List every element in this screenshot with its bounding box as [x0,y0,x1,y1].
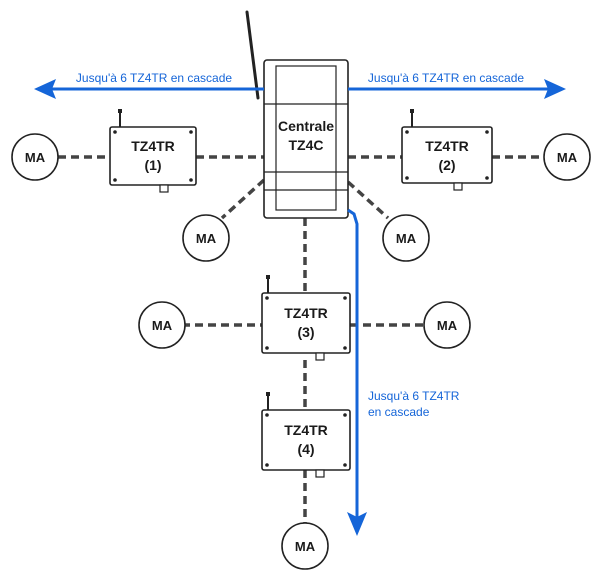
cascade-arrow-down [347,208,367,536]
antenna-icon [265,391,271,411]
ma-node-6: MA [423,301,471,349]
relay-name: TZ4TR [131,138,175,154]
cascade-label-down-line2: en cascade [368,405,430,419]
cable-gland-icon [453,182,463,191]
central-inner-frame [275,65,337,211]
ma-label: MA [396,231,417,246]
ma-node-2: MA [543,133,591,181]
antenna-icon [245,10,260,100]
antenna-icon [409,108,415,128]
antenna-icon [265,274,271,294]
ma-label: MA [557,150,578,165]
ma-node-7: MA [281,522,329,570]
ma-node-5: MA [138,301,186,349]
arrow-right-icon [544,79,566,99]
cascade-arrow-right [348,79,566,99]
cascade-label-left: Jusqu'à 6 TZ4TR en cascade [76,71,232,85]
cable-gland-icon [159,184,169,193]
central-unit: Centrale TZ4C [245,10,349,219]
relay-box-1: TZ4TR (1) [109,108,197,193]
cable-gland-icon [315,352,325,361]
ma-label: MA [437,318,458,333]
ma-label: MA [196,231,217,246]
ma-label: MA [152,318,173,333]
relay-name: TZ4TR [425,138,469,154]
link-central-ma-right [346,180,390,220]
connection-lines [58,155,546,524]
arrow-left-icon [34,79,56,99]
ma-node-1: MA [11,133,59,181]
ma-node-4: MA [382,214,430,262]
link-central-ma-left [220,178,266,220]
central-box [263,59,349,219]
ma-label: MA [25,150,46,165]
relay-name: TZ4TR [284,305,328,321]
relay-number: (3) [297,324,314,340]
relay-name: TZ4TR [284,422,328,438]
central-label-line2: TZ4C [289,137,324,153]
arrow-down-icon [347,512,367,536]
relay-box-3: TZ4TR (3) [261,274,351,361]
relay-box-2: TZ4TR (2) [401,108,493,191]
relay-number: (1) [144,157,161,173]
relay-number: (4) [297,441,314,457]
central-label-line1: Centrale [278,118,334,134]
relay-box-4: TZ4TR (4) [261,391,351,478]
ma-node-3: MA [182,214,230,262]
cascade-label-down-line1: Jusqu'à 6 TZ4TR [368,389,460,403]
relay-number: (2) [438,157,455,173]
cascade-label-right: Jusqu'à 6 TZ4TR en cascade [368,71,524,85]
antenna-icon [117,108,123,128]
ma-label: MA [295,539,316,554]
cascade-arrow-left [34,79,264,99]
cable-gland-icon [315,469,325,478]
